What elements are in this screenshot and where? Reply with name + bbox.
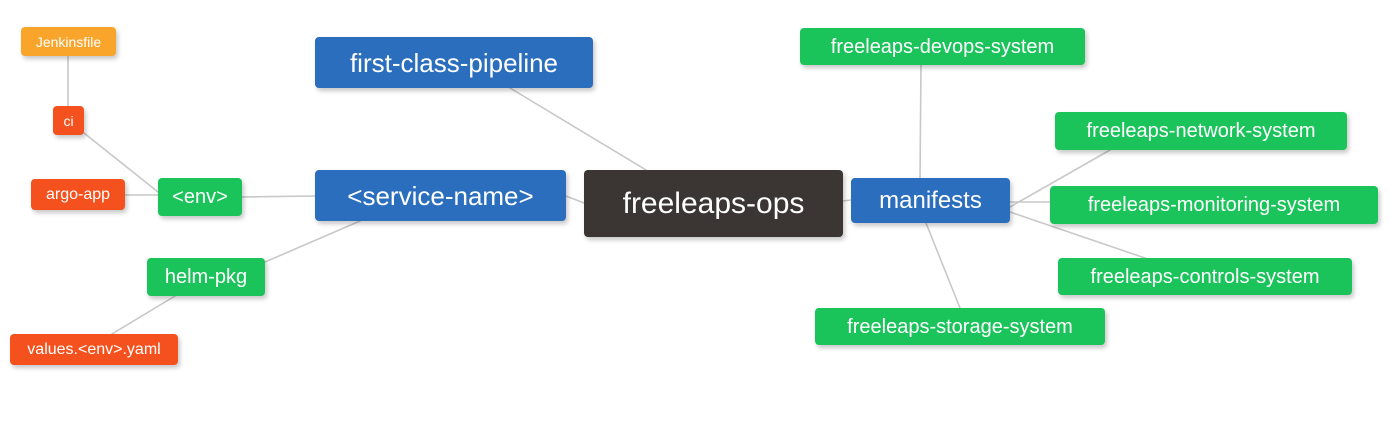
node-env[interactable]: <env> [158,178,242,216]
node-freeleaps-storage-system[interactable]: freeleaps-storage-system [815,308,1105,345]
edge-freeleaps-ops-to-service-name [565,195,585,204]
node-argo-app[interactable]: argo-app [31,179,125,210]
node-label-manifests: manifests [879,186,982,214]
node-label-freeleaps-monitoring-system: freeleaps-monitoring-system [1087,194,1341,216]
node-manifests[interactable]: manifests [851,178,1010,223]
edge-service-name-to-env [241,195,316,198]
node-freeleaps-monitoring-system[interactable]: freeleaps-monitoring-system [1050,186,1378,224]
node-freeleaps-controls-system[interactable]: freeleaps-controls-system [1058,258,1352,295]
node-label-freeleaps-network-system: freeleaps-network-system [1086,120,1316,142]
node-label-ci: ci [63,112,74,129]
node-label-freeleaps-ops: freeleaps-ops [622,186,805,220]
node-label-values-env-yaml: values.<env>.yaml [27,340,161,358]
node-helm-pkg[interactable]: helm-pkg [147,258,265,296]
node-label-first-class-pipeline: first-class-pipeline [349,47,559,78]
edge-manifests-to-freeleaps-storage-system [925,222,961,309]
node-label-freeleaps-controls-system: freeleaps-controls-system [1090,265,1320,288]
node-first-class-pipeline[interactable]: first-class-pipeline [315,37,593,88]
node-jenkinsfile[interactable]: Jenkinsfile [21,27,116,56]
edge-manifests-to-freeleaps-devops-system [919,64,922,179]
node-ci[interactable]: ci [53,106,84,135]
edge-service-name-to-helm-pkg [264,220,361,263]
node-values-env-yaml[interactable]: values.<env>.yaml [10,334,178,365]
node-label-env: <env> [172,186,228,208]
edge-freeleaps-ops-to-first-class-pipeline [509,87,647,171]
node-freeleaps-network-system[interactable]: freeleaps-network-system [1055,112,1347,150]
node-service-name[interactable]: <service-name> [315,170,566,221]
node-freeleaps-devops-system[interactable]: freeleaps-devops-system [800,28,1085,65]
edge-freeleaps-ops-to-manifests [842,199,852,202]
node-label-jenkinsfile: Jenkinsfile [35,33,102,50]
edge-helm-pkg-to-values-env-yaml [111,295,176,335]
node-label-helm-pkg: helm-pkg [164,266,248,288]
node-label-argo-app: argo-app [45,185,111,203]
node-label-freeleaps-storage-system: freeleaps-storage-system [847,315,1073,338]
node-freeleaps-ops[interactable]: freeleaps-ops [584,170,843,237]
node-label-service-name: <service-name> [347,180,534,211]
node-label-freeleaps-devops-system: freeleaps-devops-system [830,35,1055,58]
